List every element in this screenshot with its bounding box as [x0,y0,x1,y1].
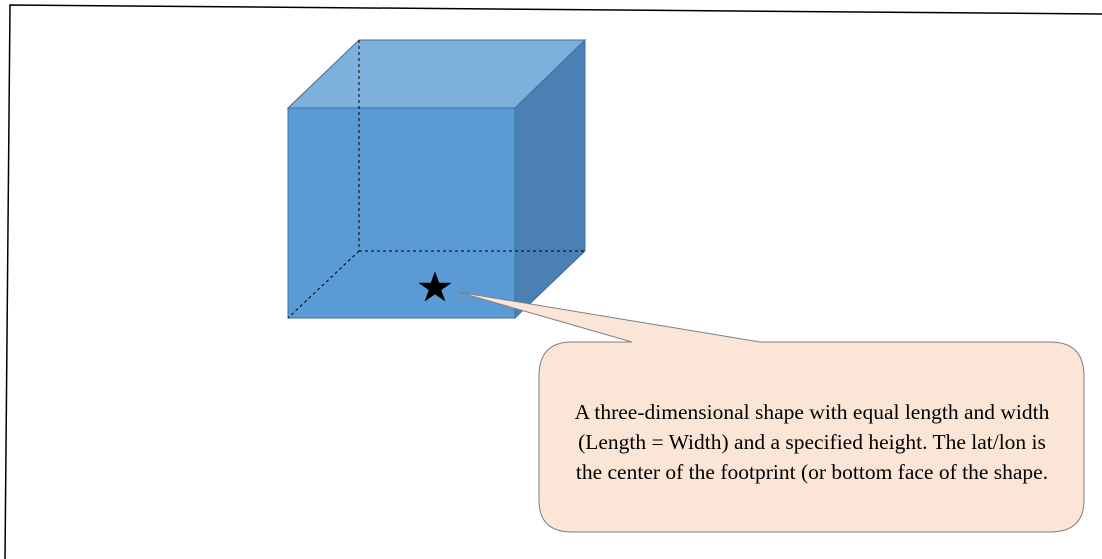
cube-hidden-edges [287,40,585,319]
hidden-edge-diagonal [287,250,360,319]
callout [457,291,1085,533]
callout-text: A three-dimensional shape with equal len… [548,372,1076,512]
cube-front-face [287,107,516,319]
cube [286,38,587,320]
frame-border [4,4,1102,559]
callout-bubble [457,291,1085,533]
callout-text-content: A three-dimensional shape with equal len… [574,400,1050,484]
star-icon [418,271,452,302]
